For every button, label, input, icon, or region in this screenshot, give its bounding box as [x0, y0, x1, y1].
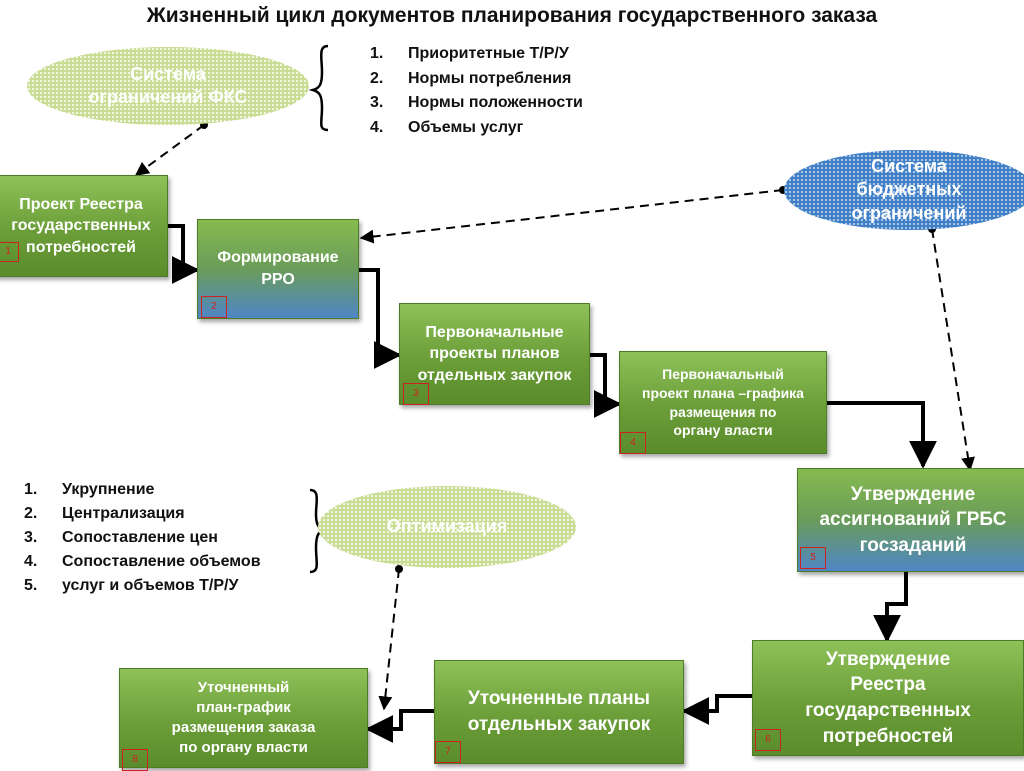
list-item: 3.Сопоставление цен — [24, 529, 218, 546]
step-number-1: 1 — [0, 242, 19, 262]
step-number-6: 6 — [755, 729, 781, 751]
ellipse-fks-constraints: Система ограничений ФКС — [27, 47, 309, 125]
ellipse-optimization: Оптимизация — [318, 486, 576, 568]
step-number-3: 3 — [403, 383, 429, 405]
ellipse-budget-constraints: Система бюджетных ограничений — [784, 150, 1024, 230]
dashed-arrow-fks — [134, 124, 205, 176]
step-number-7: 7 — [435, 741, 461, 763]
list-item: 3.Нормы положенности — [370, 94, 583, 111]
box-1-draft-needs-registry: Проект Реестра государственных потребнос… — [0, 175, 168, 277]
box-3-initial-purchase-plans: Первоначальные проекты планов отдельных … — [399, 303, 590, 405]
box-4-initial-schedule-plan: Первоначальный проект плана –графика раз… — [619, 351, 827, 454]
list-item: 4.Сопоставление объемов — [24, 553, 261, 570]
flow-arrow-1-2 — [168, 224, 200, 284]
box-7-refined-purchase-plans: Уточненные планы отдельных закупок 7 — [434, 660, 684, 764]
flow-arrow-6-7 — [681, 694, 752, 725]
flow-arrow-3-4 — [590, 353, 622, 418]
box-2-rro-formation: Формирование РРО 2 — [197, 219, 359, 319]
flow-arrow-7-8 — [365, 709, 434, 743]
top-criteria-list: 1.Приоритетные Т/Р/У 2.Нормы потребления… — [370, 42, 583, 140]
page-title: Жизненный цикл документов планирования г… — [146, 4, 878, 27]
dashed-arrow-optim — [378, 568, 400, 711]
flow-arrow-5-6 — [873, 572, 908, 643]
step-number-4: 4 — [620, 432, 646, 454]
list-item: 1.Укрупнение — [24, 481, 155, 498]
list-item: 1.Приоритетные Т/Р/У — [370, 45, 569, 62]
list-item: 2.Нормы потребления — [370, 69, 572, 87]
flow-arrow-2-3 — [359, 268, 402, 369]
flow-arrow-4-5 — [827, 401, 937, 469]
optimization-methods-list: 1.Укрупнение 2.Централизация 3.Сопоставл… — [24, 478, 261, 598]
step-number-2: 2 — [201, 296, 227, 318]
box-6-approve-needs-registry: Утверждение Реестра государственных потр… — [752, 640, 1024, 756]
dashed-arrow-budget-rro — [359, 189, 784, 244]
brace-top — [308, 44, 329, 132]
dashed-arrow-budget-approve — [931, 228, 975, 472]
step-number-5: 5 — [800, 547, 826, 569]
list-item: 4.Объемы услуг — [370, 118, 524, 136]
list-item: 5.услуг и объемов Т/Р/У — [24, 577, 239, 594]
box-5-approve-allocations: Утверждение ассигнований ГРБС госзаданий… — [797, 468, 1024, 572]
box-8-refined-schedule-plan: Уточненный план-график размещения заказа… — [119, 668, 368, 771]
list-item: 2.Централизация — [24, 505, 185, 522]
